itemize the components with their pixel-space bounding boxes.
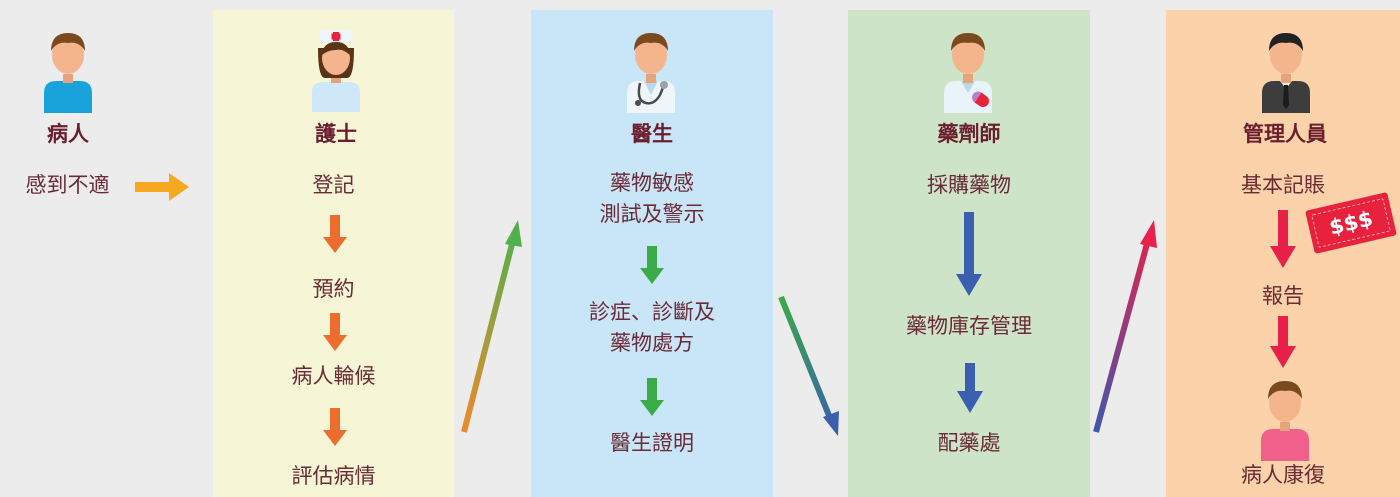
step-registration: 登記 <box>312 173 355 197</box>
step-drug-allergy-line1: 藥物敏感 <box>610 171 694 195</box>
arrow-down-icon <box>640 378 664 416</box>
step-patient-queue: 病人輪候 <box>291 364 376 388</box>
step-drug-inventory: 藥物庫存管理 <box>906 314 1032 338</box>
step-basic-bookkeeping: 基本記賬 <box>1241 173 1325 197</box>
step-drug-allergy-line2: 測試及警示 <box>599 202 705 226</box>
step-diagnosis-line2: 藥物處方 <box>610 331 694 355</box>
step-report: 報告 <box>1262 284 1304 308</box>
arrow-down-icon <box>1270 316 1296 368</box>
nurse-role-label: 護士 <box>315 122 357 146</box>
step-diagnosis-prescription: 診症、診斷及 藥物處方 <box>531 297 773 359</box>
step-medical-certificate: 醫生證明 <box>610 431 694 455</box>
arrow-down-icon <box>323 408 347 446</box>
step-feeling-unwell: 感到不適 <box>25 173 110 197</box>
step-dispensary: 配藥處 <box>937 431 1001 455</box>
patient-icon <box>44 33 92 113</box>
admin-role-label: 管理人員 <box>1243 122 1327 146</box>
arrow-down-icon <box>957 363 983 413</box>
arrow-right-icon <box>135 173 189 201</box>
arrow-down-icon <box>640 246 664 284</box>
patient-role-label: 病人 <box>47 122 89 146</box>
nurse-icon <box>312 30 360 112</box>
arrow-down-icon <box>956 212 982 296</box>
arrow-down-icon <box>1270 210 1296 268</box>
arrow-down-icon <box>323 313 347 351</box>
step-patient-recovery: 病人康復 <box>1241 463 1325 487</box>
step-appointment: 預約 <box>312 277 355 301</box>
doctor-role-label: 醫生 <box>631 122 673 146</box>
step-drug-allergy-test: 藥物敏感 測試及警示 <box>531 168 773 230</box>
recovered-patient-icon <box>1261 381 1309 461</box>
step-diagnosis-line1: 診症、診斷及 <box>589 300 715 324</box>
step-assess-condition: 評估病情 <box>291 464 376 488</box>
doctor-icon <box>627 33 675 113</box>
arrow-down-icon <box>323 215 347 253</box>
arrow-nurse-to-doctor <box>461 220 522 433</box>
arrow-doctor-to-pharmacist <box>778 295 839 436</box>
pharmacist-icon <box>944 33 992 113</box>
pharmacist-role-label: 藥劑師 <box>937 122 1001 146</box>
arrow-pharmacist-to-admin <box>1093 220 1157 433</box>
step-drug-procurement: 採購藥物 <box>927 173 1011 197</box>
manager-icon <box>1262 33 1310 113</box>
